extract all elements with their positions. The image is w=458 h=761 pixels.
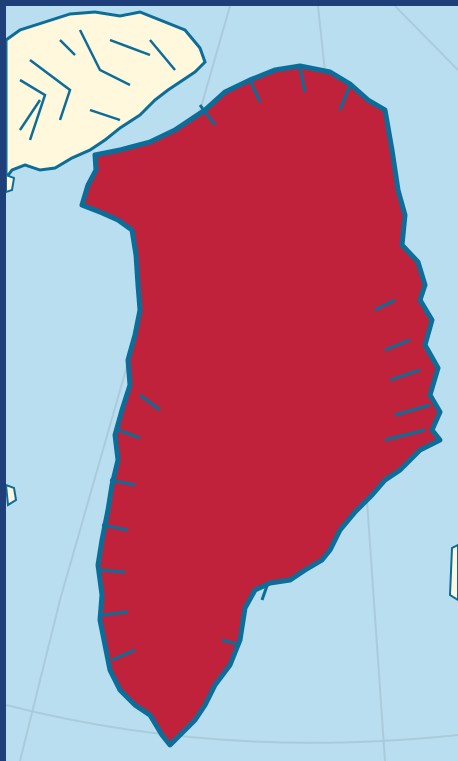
ellesmere-fjords [18, 29, 176, 141]
islet [6, 483, 18, 507]
highlighted-region [79, 63, 443, 748]
small-island [6, 173, 16, 194]
greenland-shape [79, 63, 443, 748]
greenland-fjords [99, 67, 431, 662]
ellesmere-island [6, 10, 207, 181]
map-canvas [6, 6, 458, 761]
meridian-line [394, 6, 458, 71]
parallel-line [6, 704, 458, 744]
islet [448, 543, 458, 602]
neighbor-land [6, 10, 458, 602]
